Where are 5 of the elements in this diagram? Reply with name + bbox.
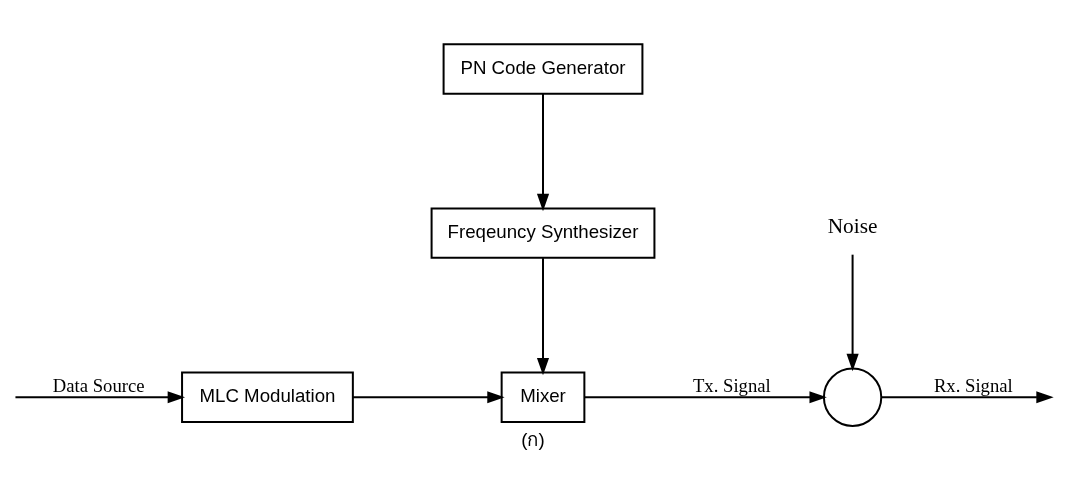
edge-label: Tx. Signal (692, 374, 771, 396)
node-text: Noise (827, 213, 878, 238)
caption: (ก) (521, 428, 545, 450)
edge-label: Rx. Signal (933, 374, 1013, 396)
edge-label: Data Source (52, 374, 145, 396)
